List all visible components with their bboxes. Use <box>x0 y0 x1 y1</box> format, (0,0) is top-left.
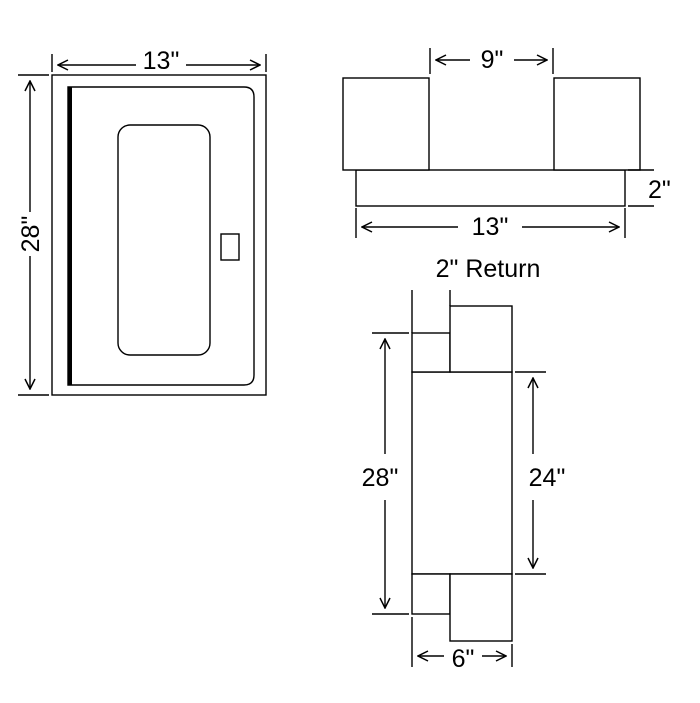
side-inner-label: 24" <box>529 464 566 492</box>
top-right-block <box>553 77 641 171</box>
front-door-panel <box>67 86 255 386</box>
top-view: 9" 13" 2" <box>342 46 671 241</box>
side-view: 2" Return 28" 24" 6" <box>362 255 566 673</box>
side-depth-label: 6" <box>452 645 475 673</box>
side-return-label: 2" Return <box>436 255 541 283</box>
side-bottom-flange <box>449 573 513 642</box>
front-view: 13" 28" <box>17 47 267 396</box>
top-left-block <box>342 77 430 171</box>
front-height-label: 28" <box>17 216 45 253</box>
front-handle <box>220 233 240 261</box>
front-window <box>117 124 211 356</box>
front-width-label: 13" <box>143 47 180 75</box>
side-height-label: 28" <box>362 464 399 492</box>
side-top-return <box>411 332 451 373</box>
side-bottom-return <box>411 573 451 615</box>
top-inner-label: 9" <box>481 46 504 74</box>
side-body <box>411 371 513 575</box>
side-top-flange <box>449 305 513 373</box>
top-back-panel <box>355 169 626 207</box>
top-overall-label: 13" <box>472 213 509 241</box>
top-depth-label: 2" <box>648 176 671 204</box>
